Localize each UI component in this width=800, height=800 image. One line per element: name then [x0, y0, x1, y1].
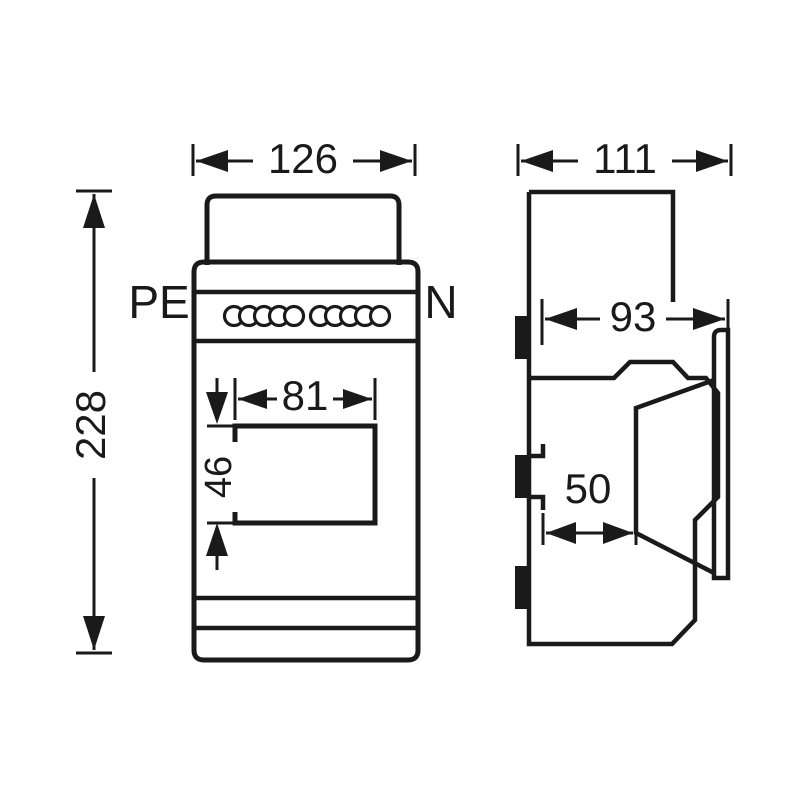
pe-label: PE — [128, 276, 189, 328]
arrow-81-right — [343, 389, 372, 409]
arrow-126-right — [380, 150, 412, 172]
dimension-inner-height-46: 46 — [198, 424, 243, 570]
dimension-inner-width-81: 81 — [206, 372, 377, 424]
dim-81-text: 81 — [282, 372, 329, 419]
n-hole-5 — [368, 304, 392, 328]
side-view-body-profile — [526, 192, 721, 647]
side-view-front-face-bar — [711, 327, 731, 581]
side-view-notch-lower — [529, 494, 546, 510]
dim-228-text-bg — [71, 372, 117, 478]
side-view-upper-block — [529, 189, 676, 302]
mounting-tab-2 — [515, 455, 530, 498]
front-view-top-cap — [204, 193, 402, 265]
mounting-tabs — [515, 316, 530, 609]
dim-50-text-bg — [557, 468, 619, 514]
arrow-50-right — [603, 522, 633, 544]
dimension-height-228: 228 — [67, 189, 117, 655]
arrow-93-left — [545, 308, 577, 330]
dim-81-text-bg — [277, 377, 333, 421]
mounting-tab-1 — [515, 316, 530, 359]
front-view: PE N 126 228 — [67, 135, 458, 663]
side-view: 111 93 50 — [515, 135, 733, 647]
side-view-cover-protrusion — [633, 377, 716, 576]
arrow-81-down — [206, 392, 228, 424]
front-view-body-outline — [191, 259, 421, 663]
arrow-228-top — [83, 194, 105, 228]
dim-46-text: 46 — [198, 456, 240, 498]
dimension-depth-111: 111 — [516, 135, 733, 184]
dim-93-text: 93 — [610, 293, 657, 340]
pe-hole-5 — [282, 304, 306, 328]
dimension-depth-50: 50 — [541, 465, 638, 545]
arrow-126-left — [196, 150, 228, 172]
dimension-width-126: 126 — [191, 135, 417, 184]
dim-93-text-bg — [600, 296, 666, 342]
dim-46-text-bg — [200, 442, 240, 512]
dim-126-text: 126 — [268, 135, 338, 182]
arrow-111-right — [696, 150, 728, 172]
n-terminal-group — [308, 304, 392, 328]
arrow-46-up — [206, 523, 228, 556]
dim-111-text: 111 — [593, 135, 657, 182]
arrow-111-left — [521, 150, 553, 172]
arrow-50-left — [546, 522, 576, 544]
n-label: N — [424, 276, 457, 328]
arrow-228-bottom — [83, 616, 105, 650]
front-view-inner-window — [232, 423, 378, 526]
dim-126-text-bg — [253, 138, 353, 184]
pe-terminal-group — [222, 304, 306, 328]
dimension-depth-93: 93 — [540, 293, 730, 345]
mounting-tab-3 — [515, 566, 530, 609]
dim-111-text-bg — [578, 138, 672, 184]
arrow-81-left — [238, 389, 267, 409]
side-view-notch-upper — [529, 444, 546, 459]
arrow-93-right — [693, 308, 725, 330]
dim-228-text: 228 — [67, 390, 114, 460]
dim-50-text: 50 — [565, 465, 612, 512]
